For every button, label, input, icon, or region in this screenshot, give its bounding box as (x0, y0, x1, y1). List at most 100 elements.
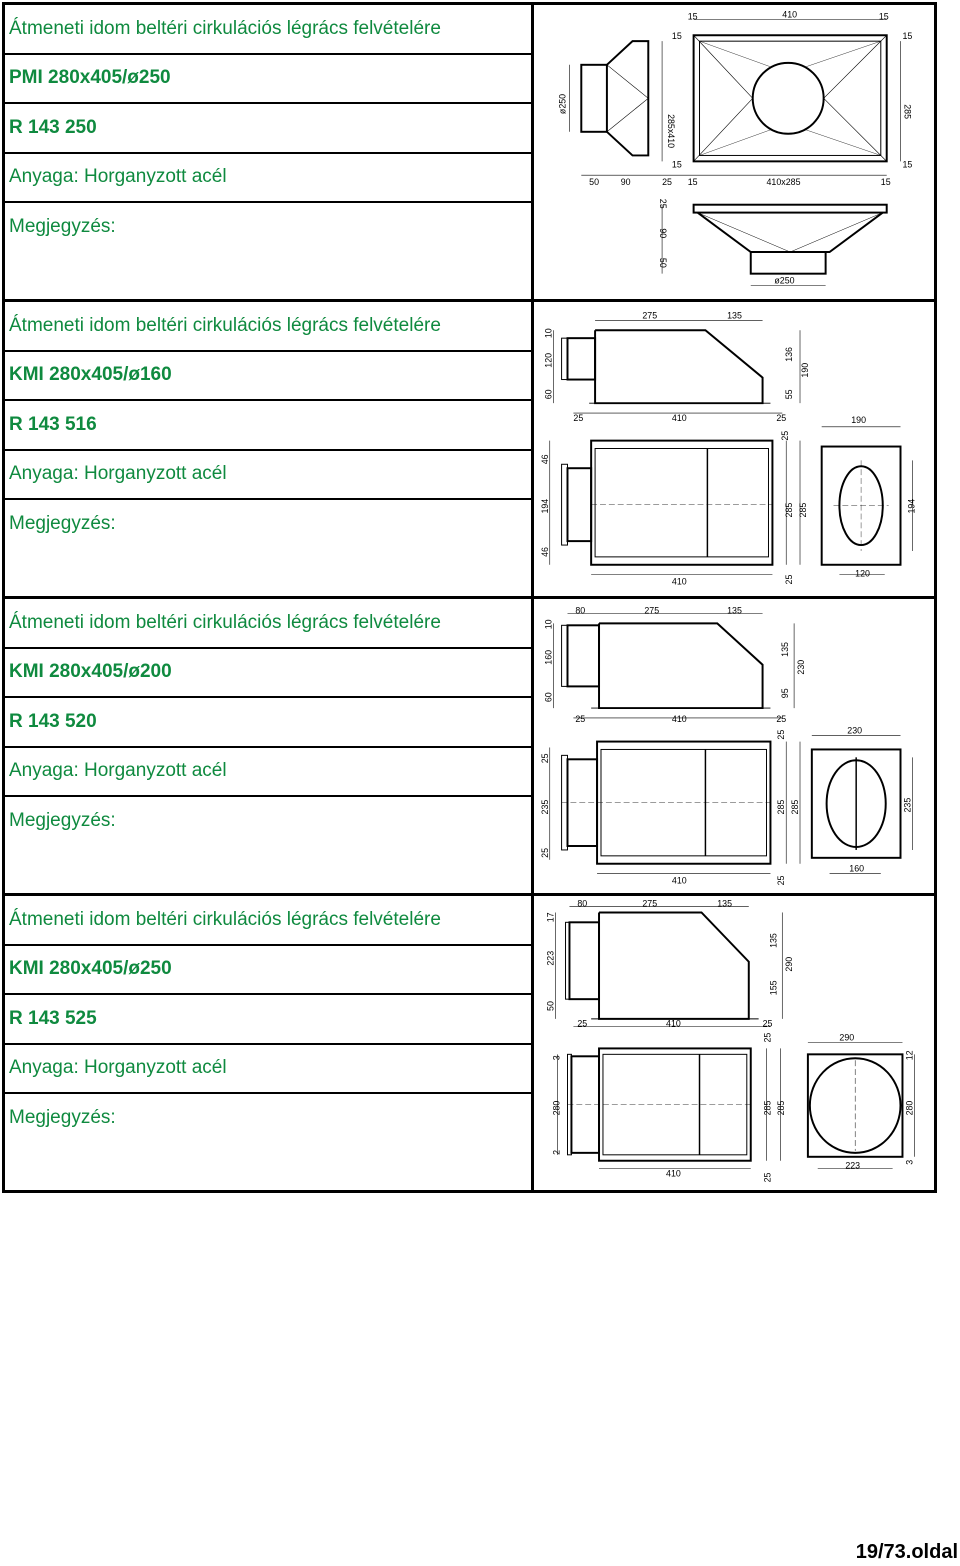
dimension-label: 25 (776, 413, 786, 423)
dimension-label: 10 (544, 328, 554, 338)
dimension-label: 194 (540, 499, 550, 514)
dimension-label: 25 (784, 575, 794, 585)
technical-drawing: 80 275 135 10 160 60 135 95 230 25 410 2… (534, 599, 934, 893)
dimension-label: 3 (552, 1055, 562, 1060)
dimension-label: 15 (879, 11, 889, 21)
dimension-label: 15 (672, 31, 682, 41)
technical-drawing: 275 135 10 120 60 136 55 190 25 410 25 1… (534, 302, 934, 596)
dimension-label: 2 (552, 1150, 562, 1155)
dimension-label: 275 (642, 310, 657, 320)
product-note: Megjegyzés: (9, 513, 116, 534)
dimension-label: 15 (688, 177, 698, 187)
dimension-label: 280 (552, 1101, 562, 1116)
product-block: Átmeneti idom beltéri cirkulációs légrác… (5, 599, 934, 896)
product-code: R 143 525 (5, 995, 531, 1045)
product-title: Átmeneti idom beltéri cirkulációs légrác… (5, 302, 531, 352)
dimension-label: 25 (575, 714, 585, 724)
dimension-label: 50 (589, 177, 599, 187)
dimension-label: ø250 (558, 94, 568, 114)
dimension-label: 3 (904, 1160, 914, 1165)
dimension-label: 190 (800, 363, 810, 378)
dimension-label: 25 (658, 199, 668, 209)
dimension-label: 46 (540, 454, 550, 464)
product-code: R 143 520 (5, 698, 531, 748)
dimension-label: 275 (642, 899, 657, 909)
product-model: PMI 280x405/ø250 (5, 55, 531, 104)
dimension-label: 285 (798, 503, 808, 518)
product-title: Átmeneti idom beltéri cirkulációs légrác… (5, 5, 531, 55)
dimension-label: 90 (658, 228, 668, 238)
product-material: Anyaga: Horganyzott acél (5, 748, 531, 797)
product-model: KMI 280x405/ø160 (5, 352, 531, 401)
dimension-label: 285 (776, 800, 786, 815)
dimension-label: 235 (540, 800, 550, 815)
dimension-label: 160 (544, 650, 554, 665)
technical-drawing: 80 275 135 17 223 50 135 155 290 25 410 … (534, 896, 934, 1190)
dimension-label: 223 (546, 951, 556, 966)
dimension-label: 25 (763, 1019, 773, 1029)
dimension-label: 25 (540, 753, 550, 763)
product-info: Átmeneti idom beltéri cirkulációs légrác… (5, 302, 534, 596)
product-block: Átmeneti idom beltéri cirkulációs légrác… (5, 896, 934, 1193)
dimension-label: 285 (790, 800, 800, 815)
dimension-label: 290 (839, 1033, 854, 1043)
dimension-label: 410 (782, 10, 797, 20)
dimension-label: 285 (902, 104, 912, 119)
dimension-label: 25 (662, 177, 672, 187)
dimension-label: 25 (762, 1172, 772, 1182)
product-model: KMI 280x405/ø200 (5, 649, 531, 698)
drawing-kmi-250: 80 275 135 17 223 50 135 155 290 25 410 … (546, 899, 915, 1182)
product-code: R 143 250 (5, 104, 531, 154)
product-info: Átmeneti idom beltéri cirkulációs légrác… (5, 896, 534, 1190)
dimension-label: 285 (762, 1101, 772, 1116)
dimension-label: 410x285 (767, 177, 801, 187)
dimension-label: 46 (540, 547, 550, 557)
product-material: Anyaga: Horganyzott acél (5, 154, 531, 203)
product-note: Megjegyzés: (9, 1107, 116, 1128)
dimension-label: 55 (784, 389, 794, 399)
dimension-label: 410 (672, 714, 687, 724)
dimension-label: 15 (902, 31, 912, 41)
product-block: Átmeneti idom beltéri cirkulációs légrác… (5, 302, 934, 599)
dimension-label: 80 (577, 899, 587, 909)
product-note: Megjegyzés: (9, 810, 116, 831)
product-material: Anyaga: Horganyzott acél (5, 451, 531, 500)
dimension-label: 50 (658, 258, 668, 268)
dimension-label: 155 (768, 980, 778, 995)
dimension-label: 25 (780, 431, 790, 441)
dimension-label: 60 (544, 692, 554, 702)
product-info: Átmeneti idom beltéri cirkulációs légrác… (5, 5, 534, 299)
product-title: Átmeneti idom beltéri cirkulációs légrác… (5, 599, 531, 649)
technical-drawing: 15 410 15 15 15 285x410 285 15 15 ø250 5… (534, 5, 934, 299)
product-block: Átmeneti idom beltéri cirkulációs légrác… (5, 5, 934, 302)
dimension-label: 410 (666, 1019, 681, 1029)
dimension-label: 410 (672, 413, 687, 423)
dimension-label: 95 (780, 688, 790, 698)
dimension-label: 230 (796, 660, 806, 675)
dimension-label: 135 (768, 933, 778, 948)
dimension-label: 160 (849, 864, 864, 874)
dimension-label: 10 (544, 619, 554, 629)
dimension-label: 410 (672, 576, 687, 586)
drawing-kmi-200: 80 275 135 10 160 60 135 95 230 25 410 2… (540, 605, 913, 885)
dimension-label: 120 (855, 569, 870, 579)
dimension-label: 15 (881, 177, 891, 187)
product-note: Megjegyzés: (9, 216, 116, 237)
dimension-label: ø250 (774, 276, 794, 286)
dimension-label: 135 (727, 310, 742, 320)
product-info: Átmeneti idom beltéri cirkulációs légrác… (5, 599, 534, 893)
dimension-label: 80 (575, 605, 585, 615)
dimension-label: 15 (688, 11, 698, 21)
dimension-label: 223 (845, 1161, 860, 1171)
dimension-label: 194 (906, 499, 916, 514)
dimension-label: 135 (780, 642, 790, 657)
drawing-pmi-250: 15 410 15 15 15 285x410 285 15 15 ø250 5… (558, 10, 912, 286)
dimension-label: 25 (776, 730, 786, 740)
dimension-label: 410 (672, 875, 687, 885)
dimension-label: 135 (717, 899, 732, 909)
dimension-label: 285 (776, 1101, 786, 1116)
dimension-label: 190 (851, 415, 866, 425)
dimension-label: 290 (784, 957, 794, 972)
dimension-label: 120 (544, 353, 554, 368)
dimension-label: 275 (644, 605, 659, 615)
